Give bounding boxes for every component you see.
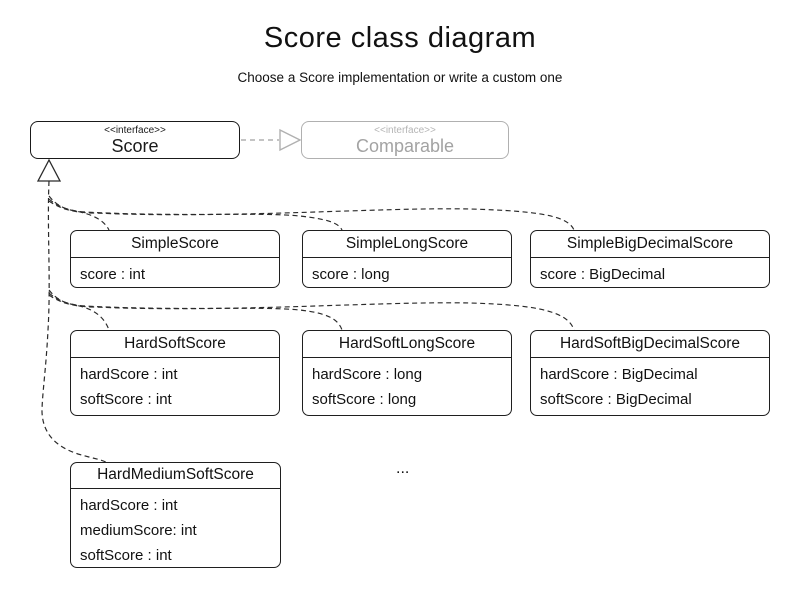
class-name: HardSoftLongScore	[303, 331, 511, 358]
realization-edge-score-comparable	[241, 128, 302, 152]
class-attribute: score : BigDecimal	[540, 266, 666, 283]
class-attribute: mediumScore: int	[80, 522, 197, 539]
class-name: HardSoftScore	[71, 331, 279, 358]
class-name: HardMediumSoftScore	[71, 463, 280, 489]
inheritance-trunk-line	[41, 180, 108, 464]
class-simplescore: SimpleScore score : int	[70, 230, 280, 288]
class-name: SimpleScore	[71, 231, 279, 258]
diagram-title: Score class diagram	[263, 22, 537, 54]
class-attribute: hardScore : long	[312, 366, 423, 383]
class-attribute: hardScore : BigDecimal	[540, 366, 698, 383]
class-attribute: score : long	[312, 266, 390, 283]
class-attribute: softScore : int	[80, 547, 172, 564]
inheritance-edge-hardsoftlongscore	[48, 292, 343, 331]
class-simplebigdecimalscore: SimpleBigDecimalScore score : BigDecimal	[530, 230, 770, 288]
diagram-subtitle: Choose a Score implementation or write a…	[237, 70, 563, 85]
inheritance-edge-simplescore	[48, 195, 110, 231]
inheritance-edge-hardsoftbigdecimalscore	[48, 294, 575, 331]
class-attribute: softScore : long	[312, 391, 417, 408]
class-attribute: hardScore : int	[80, 366, 178, 383]
inheritance-edge-hardsoftscore	[48, 289, 110, 331]
interface-score: <<interface>> Score	[30, 121, 240, 159]
class-attribute: score : int	[80, 266, 146, 283]
class-attribute: hardScore : int	[80, 497, 178, 514]
interface-score-name: Score	[111, 136, 159, 156]
interface-comparable-name: Comparable	[355, 136, 455, 156]
generalization-arrowhead-icon	[36, 158, 62, 182]
class-simplelongscore: SimpleLongScore score : long	[302, 230, 512, 288]
class-hardsoftbigdecimalscore: HardSoftBigDecimalScore hardScore : BigD…	[530, 330, 770, 416]
class-attribute: softScore : BigDecimal	[540, 391, 692, 408]
hollow-triangle-arrowhead-icon	[279, 128, 302, 152]
inheritance-edge-simplebigdecimalscore	[48, 200, 575, 231]
class-hardmediumsoftscore: HardMediumSoftScore hardScore : int medi…	[70, 462, 281, 568]
interface-score-stereotype: <<interface>>	[104, 125, 166, 136]
class-attribute: softScore : int	[80, 391, 172, 408]
class-name: HardSoftBigDecimalScore	[531, 331, 769, 358]
interface-comparable: <<interface>> Comparable	[301, 121, 509, 159]
inheritance-edge-simplelongscore	[48, 198, 343, 231]
interface-comparable-stereotype: <<interface>>	[374, 125, 436, 136]
class-hardsoftlongscore: HardSoftLongScore hardScore : long softS…	[302, 330, 512, 416]
class-hardsoftscore: HardSoftScore hardScore : int softScore …	[70, 330, 280, 416]
more-implementations-ellipsis: ...	[396, 460, 410, 477]
class-name: SimpleLongScore	[303, 231, 511, 258]
class-name: SimpleBigDecimalScore	[531, 231, 769, 258]
